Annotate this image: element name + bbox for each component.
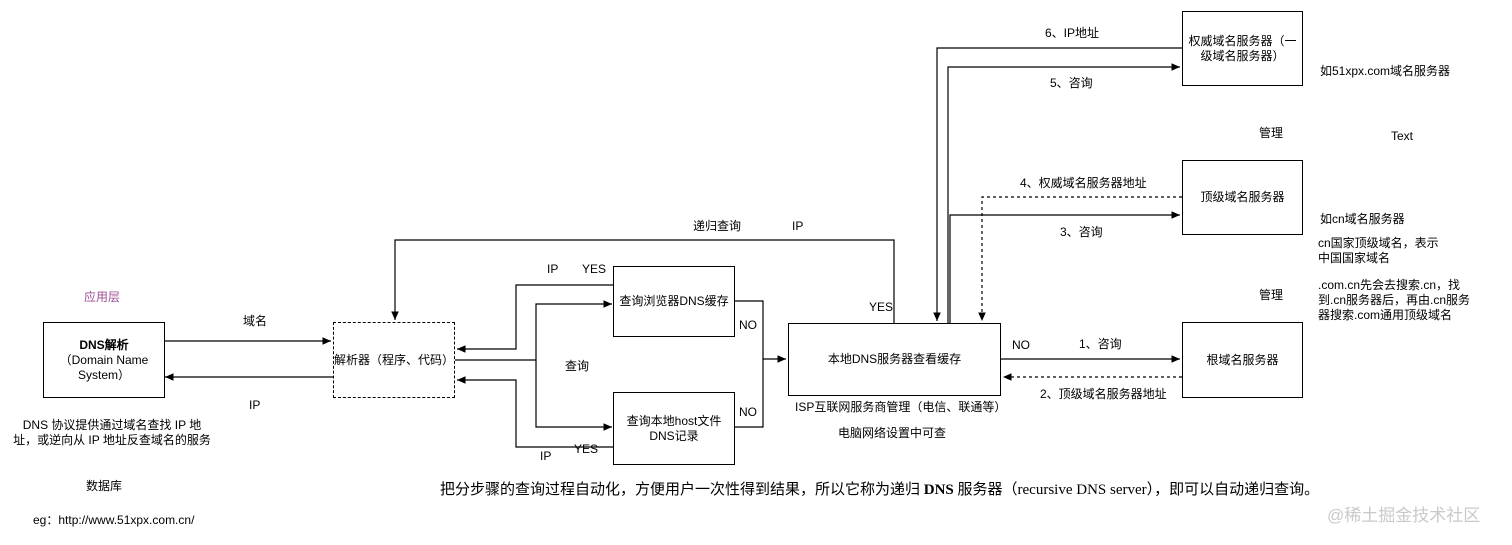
- manage-label-top: 管理: [1259, 126, 1284, 140]
- dns-resolution-subtitle: （Domain Name System）: [59, 352, 149, 382]
- arrow-host-file-yes-to-resolver: [457, 376, 613, 448]
- caption-part1: 把分步骤的查询过程自动化，方便用户一次性得到结果，所以它称为递归: [440, 482, 924, 498]
- caption-bold: DNS: [923, 482, 954, 498]
- ip-label-dns: IP: [249, 398, 261, 412]
- tld-server-label: 顶级域名服务器: [1200, 190, 1285, 204]
- authoritative-server-box: 权威域名服务器（一级域名服务器）: [1182, 11, 1303, 86]
- host-file-label: 查询本地host文件DNS记录: [626, 413, 722, 443]
- step3-label: 3、咨询: [1060, 225, 1103, 239]
- resolver-label: 解析器（程序、代码）: [334, 352, 455, 367]
- root-server-box: 根域名服务器: [1182, 322, 1303, 398]
- arrow-step6-from-authoritative: [933, 47, 1182, 321]
- manage-label-bottom: 管理: [1259, 288, 1284, 302]
- database-label: 数据库: [86, 479, 123, 493]
- yes-label-browser: YES: [582, 262, 607, 276]
- arrow-step3-to-tld: [949, 211, 1180, 323]
- dns-resolution-box: DNS解析 （Domain Name System）: [43, 322, 165, 398]
- example-url: eg：http://www.51xpx.com.cn/: [33, 513, 195, 527]
- caption-part2: 服务器（recursive DNS server），即可以自动递归查询。: [953, 482, 1320, 498]
- domain-label: 域名: [243, 314, 268, 328]
- yes-label-host: YES: [574, 442, 599, 456]
- step6-label: 6、IP地址: [1045, 26, 1100, 40]
- arrow-step5-to-authoritative: [947, 63, 1180, 323]
- step2-label: 2、顶级域名服务器地址: [1040, 387, 1167, 401]
- browser-cache-label: 查询浏览器DNS缓存: [619, 294, 729, 308]
- query-label: 查询: [565, 359, 590, 373]
- arrow-local-dns-yes-to-resolver: [391, 239, 895, 323]
- arrow-host-file-no: [735, 359, 764, 428]
- cn-description: cn国家顶级域名，表示中国国家域名: [1318, 236, 1439, 265]
- dns-resolution-title: DNS解析: [79, 337, 129, 352]
- step5-label: 5、咨询: [1050, 76, 1093, 90]
- isp-label: ISP互联网服务商管理（电信、联通等）: [795, 400, 1007, 414]
- tld-server-box: 顶级域名服务器: [1182, 160, 1303, 235]
- local-dns-label: 本地DNS服务器查看缓存: [827, 352, 962, 366]
- step1-label: 1、咨询: [1079, 337, 1122, 351]
- arrow-browser-cache-no: [735, 300, 786, 363]
- arrow-step4-from-tld: [978, 196, 1182, 321]
- cn-example: 如cn域名服务器: [1320, 212, 1405, 226]
- no-label-host: NO: [739, 405, 757, 419]
- text-placeholder: Text: [1391, 129, 1414, 143]
- resolver-box: 解析器（程序、代码）: [333, 322, 455, 398]
- browser-cache-box: 查询浏览器DNS缓存: [613, 266, 735, 337]
- dns-description: DNS 协议提供通过域名查找 IP 地址，或逆向从 IP 地址反查域名的服务: [13, 418, 211, 447]
- authoritative-example: 如51xpx.com域名服务器: [1320, 64, 1451, 78]
- step4-label: 4、权威域名服务器地址: [1020, 176, 1147, 190]
- app-layer-label: 应用层: [84, 290, 121, 304]
- local-dns-box: 本地DNS服务器查看缓存: [788, 323, 1001, 396]
- arrow-resolver-to-browser-cache: [455, 300, 612, 361]
- authoritative-server-label: 权威域名服务器（一级域名服务器）: [1188, 33, 1297, 63]
- watermark: @稀土掘金技术社区: [1327, 506, 1481, 525]
- yes-label-local: YES: [869, 300, 894, 314]
- ip-label-recursive: IP: [792, 219, 804, 233]
- recursive-query-label: 递归查询: [693, 219, 742, 233]
- no-label-browser: NO: [739, 318, 757, 332]
- ip-label-browser: IP: [547, 262, 559, 276]
- arrow-resolver-to-host-file: [535, 360, 612, 431]
- ip-label-host: IP: [540, 449, 552, 463]
- caption: 把分步骤的查询过程自动化，方便用户一次性得到结果，所以它称为递归 DNS 服务器…: [440, 483, 1319, 498]
- arrow-browser-cache-yes-to-resolver: [457, 284, 613, 353]
- host-file-box: 查询本地host文件DNS记录: [613, 392, 735, 465]
- com-cn-description: .com.cn先会去搜索.cn，找到.cn服务器后，再由.cn服务器搜索.com…: [1318, 278, 1471, 322]
- pc-settings-label: 电脑网络设置中可查: [838, 426, 947, 440]
- no-label-local: NO: [1012, 338, 1030, 352]
- root-server-label: 根域名服务器: [1206, 352, 1279, 367]
